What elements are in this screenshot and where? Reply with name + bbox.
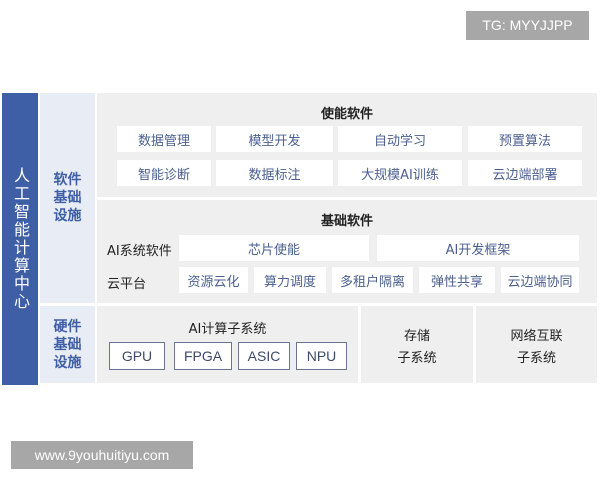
module-box: 资源云化 xyxy=(179,267,248,293)
panel-title: 基础软件 xyxy=(320,214,373,229)
module-box: 数据管理 xyxy=(117,126,211,152)
panel-title: 使能软件 xyxy=(320,107,373,122)
network-line1: 网络互联 xyxy=(510,329,563,344)
category-hardware-label: 硬件基础设施 xyxy=(53,318,82,371)
panel-ai-compute-subsystem: AI计算子系统 GPU FPGA ASIC NPU xyxy=(97,306,358,383)
module-box: 智能诊断 xyxy=(117,160,211,186)
panel-base-software: 基础软件 AI系统软件 芯片使能 AI开发框架 云平台 资源云化 算力调度 多租… xyxy=(97,200,597,303)
module-box: 弹性共享 xyxy=(419,267,495,293)
watermark-bottom: www.9youhuitiyu.com xyxy=(11,441,193,469)
module-box: 多租户隔离 xyxy=(332,267,413,293)
module-box: 算力调度 xyxy=(254,267,326,293)
row-label-cloud-platform: 云平台 xyxy=(107,277,147,292)
main-title-column: 人工智能计算中心 xyxy=(2,93,38,385)
storage-line2: 子系统 xyxy=(397,351,437,366)
watermark-top: TG: MYYJJPP xyxy=(466,11,589,40)
module-box: 大规模AI训练 xyxy=(338,160,462,186)
row-label-ai-system-software: AI系统软件 xyxy=(107,244,172,259)
category-hardware: 硬件基础设施 xyxy=(40,306,95,383)
category-software: 软件基础设施 xyxy=(40,93,95,303)
panel-enablement-software: 使能软件 数据管理 模型开发 自动学习 预置算法 智能诊断 数据标注 大规模AI… xyxy=(97,93,597,197)
module-box: 芯片使能 xyxy=(179,235,369,261)
panel-title: AI计算子系统 xyxy=(188,322,267,337)
chip-asic: ASIC xyxy=(238,342,290,370)
module-box: 云边端协同 xyxy=(501,267,579,293)
panel-storage-subsystem: 存储 子系统 xyxy=(361,306,473,383)
module-box: 自动学习 xyxy=(338,126,462,152)
module-box: 预置算法 xyxy=(468,126,582,152)
panel-network-subsystem: 网络互联 子系统 xyxy=(476,306,597,383)
category-software-label: 软件基础设施 xyxy=(53,172,82,224)
module-box: 数据标注 xyxy=(216,160,333,186)
module-box: 模型开发 xyxy=(216,126,333,152)
main-title: 人工智能计算中心 xyxy=(11,167,30,311)
network-subsystem-label: 网络互联 子系统 xyxy=(476,326,597,370)
module-box: AI开发框架 xyxy=(377,235,579,261)
module-box: 云边端部署 xyxy=(468,160,582,186)
storage-line1: 存储 xyxy=(403,329,430,344)
chip-gpu: GPU xyxy=(109,342,165,370)
network-line2: 子系统 xyxy=(516,351,556,366)
ai-computing-center-diagram: 人工智能计算中心 软件基础设施 硬件基础设施 使能软件 数据管理 模型开发 自动… xyxy=(2,93,600,385)
chip-npu: NPU xyxy=(296,342,347,370)
chip-fpga: FPGA xyxy=(174,342,232,370)
storage-subsystem-label: 存储 子系统 xyxy=(361,326,473,370)
